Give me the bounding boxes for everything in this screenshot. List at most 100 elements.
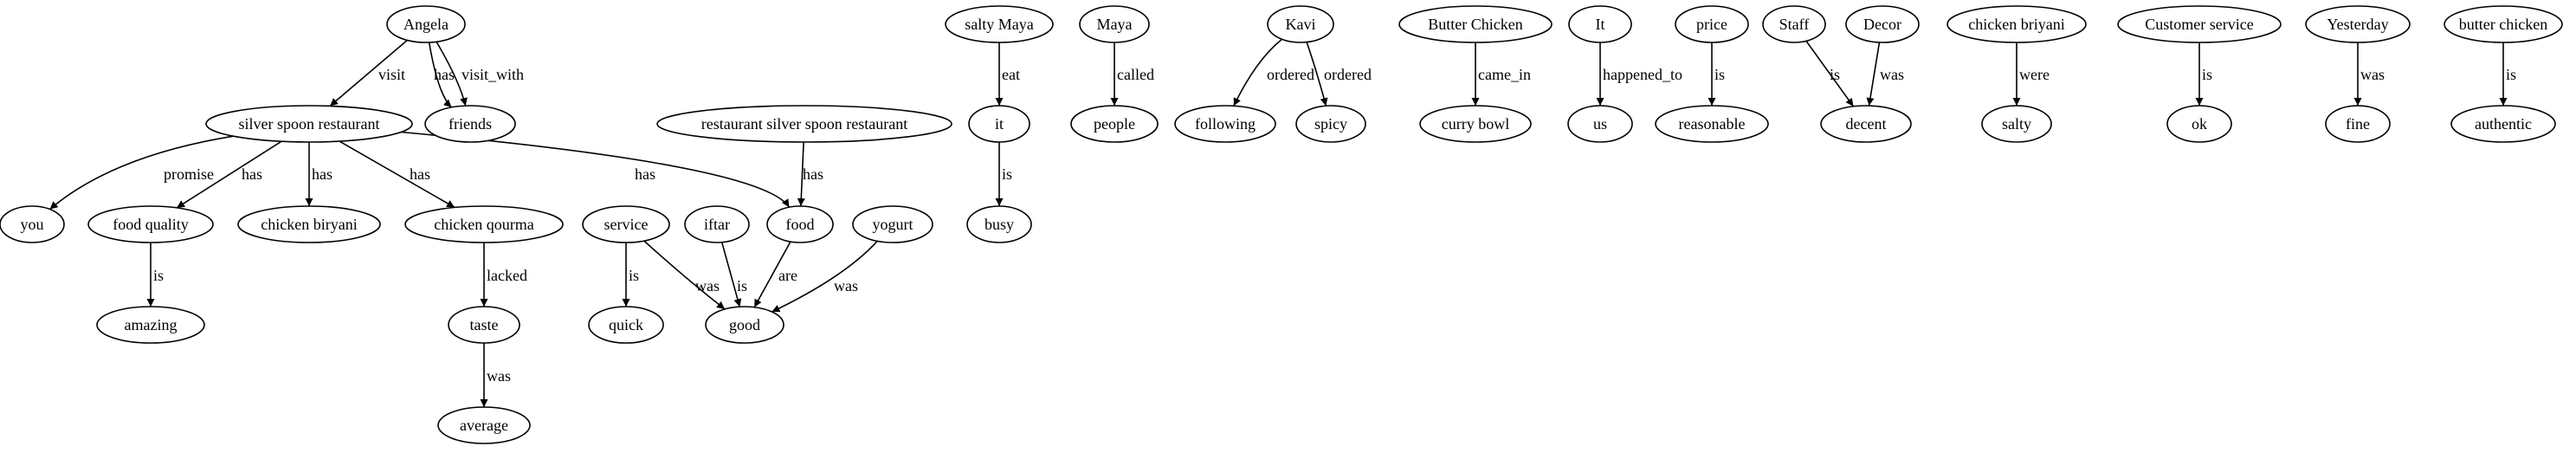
edge-it_cap-us: happened_to [1596, 42, 1682, 106]
edge-label: was [2360, 66, 2385, 83]
edge-it_lc-busy: is [995, 142, 1012, 206]
edge-label: is [1830, 66, 1840, 83]
node-label: curry bowl [1442, 115, 1509, 133]
edge-chicken_qourma-taste: lacked [480, 243, 527, 307]
node-label: It [1596, 16, 1605, 33]
node-label: restaurant silver spoon restaurant [701, 115, 907, 133]
node-ellipse [1568, 5, 1632, 43]
node-yesterday: Yesterday [2305, 5, 2411, 43]
edge-angela-friends: visit_with [436, 41, 524, 107]
node-label: Decor [1863, 16, 1901, 33]
node-ellipse [437, 406, 531, 444]
node-ellipse [1675, 5, 1749, 43]
node-ellipse [237, 205, 381, 243]
node-customer_service: Customer service [2117, 5, 2282, 43]
node-label: busy [985, 216, 1014, 233]
edge-label: visit [378, 66, 405, 83]
node-ellipse [1981, 105, 2052, 143]
node-ellipse [1845, 5, 1920, 43]
node-good: good [705, 306, 784, 344]
node-curry_bowl: curry bowl [1419, 105, 1532, 143]
edge-label: visit_with [462, 66, 524, 83]
edge-iftar-good: is [720, 242, 747, 307]
node-ellipse [1267, 5, 1334, 43]
node-label: chicken qourma [434, 216, 533, 233]
node-label: yogurt [873, 216, 914, 233]
node-label: chicken biryani [261, 216, 357, 233]
node-ok: ok [2166, 105, 2232, 143]
edge-label: is [629, 267, 639, 284]
node-ellipse [1820, 105, 1912, 143]
edge-line [400, 131, 791, 208]
node-butter_chicken_lc: butter chicken [2444, 5, 2563, 43]
node-label: reasonable [1679, 115, 1746, 133]
edge-label: lacked [487, 267, 527, 284]
node-label: average [460, 417, 508, 434]
edge-decor-decent: was [1866, 42, 1904, 107]
node-ellipse [1079, 5, 1150, 43]
node-label: decent [1846, 115, 1887, 133]
node-ellipse [2444, 5, 2563, 43]
edge-food_quality-amazing: is [146, 243, 164, 307]
node-rssr: restaurant silver spoon restaurant [656, 105, 952, 143]
node-chicken_biryani_lc: chicken biryani [237, 205, 381, 243]
node-ellipse [386, 5, 466, 43]
node-ellipse [945, 5, 1054, 43]
node-ellipse [0, 205, 65, 243]
node-label: Customer service [2145, 16, 2253, 33]
node-fine: fine [2325, 105, 2391, 143]
node-us: us [1567, 105, 1633, 143]
node-label: Staff [1779, 16, 1810, 33]
node-ellipse [2325, 105, 2391, 143]
node-ellipse [582, 205, 670, 243]
edge-label: called [1117, 66, 1154, 83]
node-label: salty [2002, 115, 2031, 133]
edge-label: was [1880, 66, 1904, 83]
node-label: Maya [1097, 16, 1133, 33]
node-spicy: spicy [1295, 105, 1366, 143]
node-price: price [1675, 5, 1749, 43]
node-ellipse [1762, 5, 1826, 43]
node-ellipse [2305, 5, 2411, 43]
node-label: chicken briyani [1968, 16, 2064, 33]
node-ellipse [1655, 105, 1769, 143]
node-label: taste [470, 316, 499, 333]
node-ellipse [205, 105, 413, 143]
edge-rssr-food: has [797, 141, 823, 207]
edge-label: ordered [1324, 66, 1372, 83]
node-salty: salty [1981, 105, 2052, 143]
node-iftar: iftar [684, 205, 750, 243]
edge-label: ordered [1267, 66, 1314, 83]
edge-label: is [2202, 66, 2212, 83]
node-label: fine [2346, 115, 2370, 133]
edge-label: were [2019, 66, 2050, 83]
edge-service-quick: is [622, 243, 639, 307]
edge-kavi-following: ordered [1233, 38, 1314, 107]
edge-salty_maya-it_lc: eat [995, 42, 1020, 106]
node-butter_chicken_cap: Butter Chicken [1398, 5, 1553, 43]
edge-line [797, 141, 805, 207]
node-chicken_briyani: chicken briyani [1947, 5, 2087, 43]
node-you: you [0, 205, 65, 243]
node-label: good [729, 316, 760, 333]
node-label: price [1696, 16, 1727, 33]
edge-line [753, 241, 791, 308]
node-label: people [1094, 115, 1135, 133]
edge-yesterday-fine: was [2353, 42, 2385, 106]
edge-food-good: are [753, 241, 797, 308]
node-ellipse [766, 205, 834, 243]
node-ellipse [404, 205, 564, 243]
node-label: amazing [125, 316, 178, 333]
edge-line [428, 42, 453, 108]
node-label: ok [2192, 115, 2207, 133]
edge-customer_service-ok: is [2195, 42, 2212, 106]
node-label: it [995, 115, 1004, 133]
edge-angela-ssr: visit [329, 39, 408, 107]
node-ellipse [684, 205, 750, 243]
node-ellipse [2166, 105, 2232, 143]
edge-yogurt-good: was [772, 240, 878, 313]
node-label: quick [609, 316, 643, 333]
edge-label: is [1002, 165, 1012, 183]
